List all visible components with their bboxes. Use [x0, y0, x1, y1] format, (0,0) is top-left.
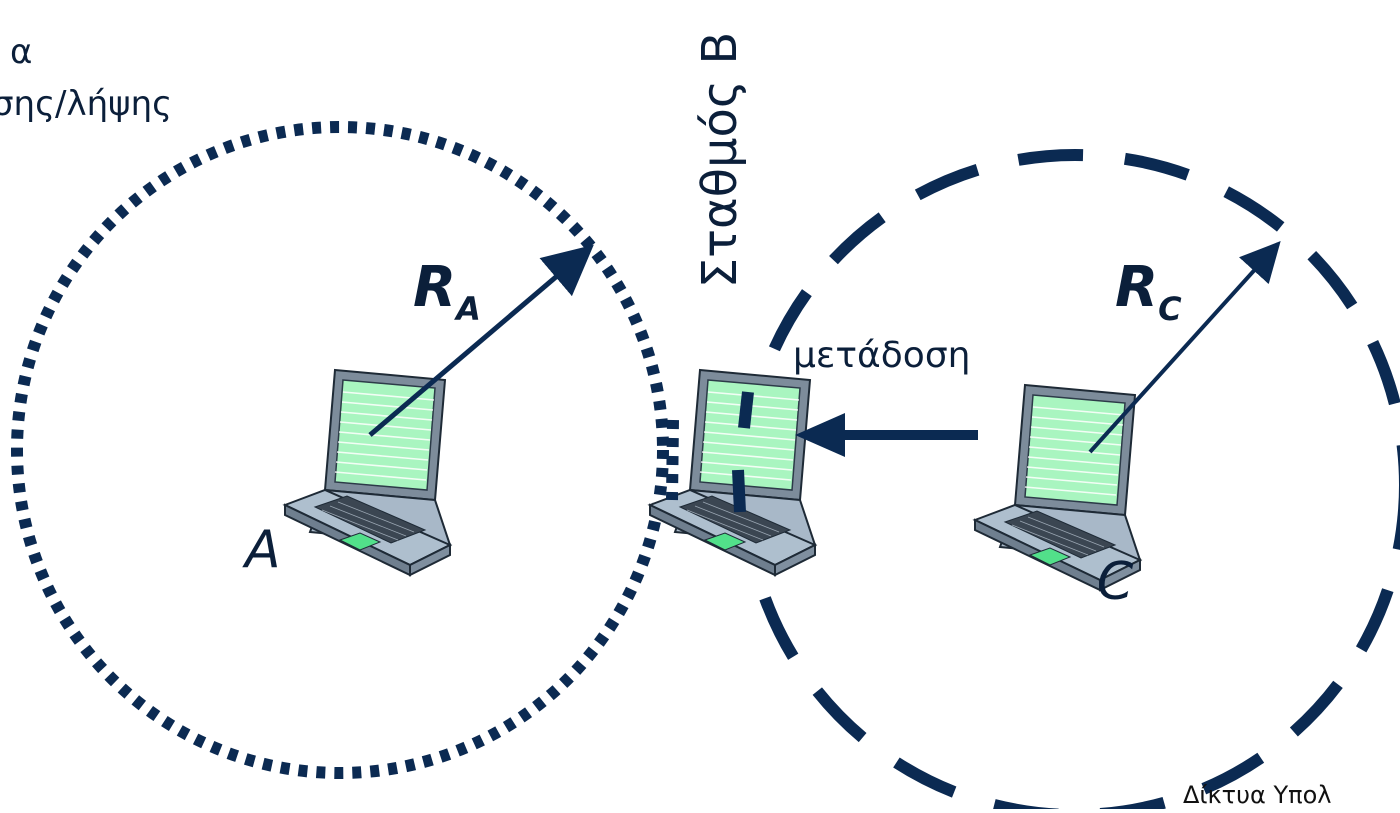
footer-text: Δίκτυα Υπολ: [1183, 781, 1332, 809]
radius-a-arrow: [368, 244, 594, 437]
range-circle-c: [739, 149, 1400, 813]
station-c-label: C: [1097, 552, 1134, 612]
station-b-label: Σταθμός B: [692, 31, 748, 289]
range-label: α σης/λήψης: [0, 26, 172, 130]
transmission-arrow-head: [795, 413, 845, 457]
transmission-label: μετάδοση: [793, 335, 971, 376]
radius-a-main: R: [413, 255, 457, 320]
radius-a-sub: A: [456, 290, 481, 328]
laptop-a-icon: [284, 369, 451, 576]
radius-c-sub: C: [1158, 290, 1182, 328]
range-label-line1: α: [10, 32, 33, 72]
circle-a-overlap-dots: [666, 419, 679, 501]
radius-a-label: RA: [413, 255, 481, 328]
range-label-line2: σης/λήψης: [0, 84, 173, 124]
radius-c-main: R: [1115, 255, 1159, 320]
radius-c-label: RC: [1115, 255, 1182, 328]
range-circle-a: [11, 121, 669, 779]
circle-c-overlap-dash: [738, 391, 754, 429]
circle-c-overlap-dash: [732, 469, 746, 513]
radius-c-arrow: [1088, 241, 1281, 454]
station-a-label: A: [245, 520, 281, 580]
